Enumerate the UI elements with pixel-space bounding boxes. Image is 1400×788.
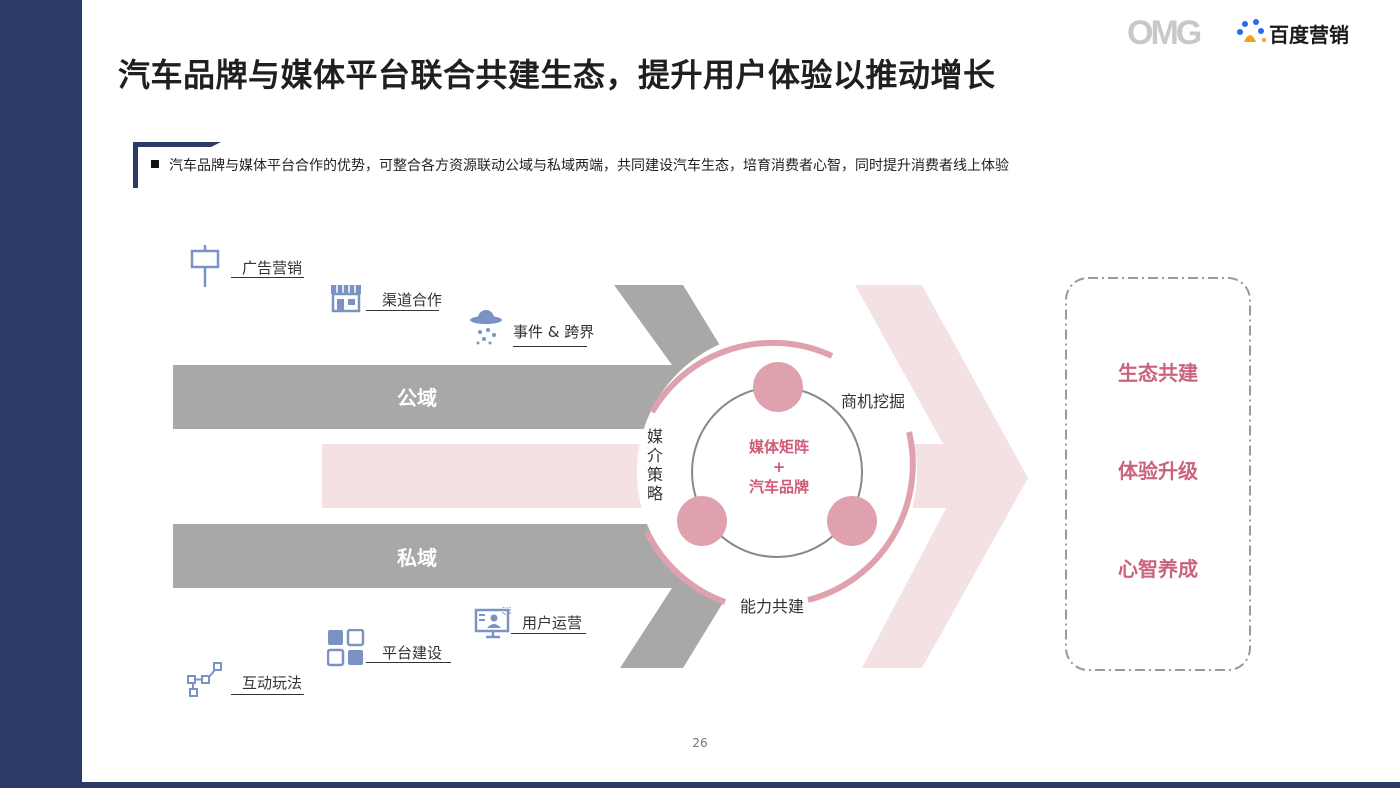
outcome-chevron <box>855 285 1028 668</box>
public-band <box>173 365 675 429</box>
bottom-accent-bar <box>82 782 1400 788</box>
outcome-mindshare: 心智养成 <box>1118 557 1198 581</box>
center-line-brand: 汽车品牌 <box>748 478 809 496</box>
baidu-logo-text: 百度营销 <box>1269 23 1349 47</box>
vertical-char: 策 <box>646 465 663 484</box>
ring-label-media-strategy: 媒介策略 <box>646 427 664 503</box>
top-item-label-channel: 渠道合作 <box>382 291 443 309</box>
ring-label-capability-building: 能力共建 <box>740 597 805 616</box>
top-item-underline-events <box>513 346 587 347</box>
baidu-marketing-logo: 百度营销 <box>1236 18 1356 48</box>
outcome-experience: 体验升级 <box>1118 459 1198 483</box>
baidu-paw-icon <box>1237 19 1266 42</box>
bottom-item-underline-user-ops <box>511 633 586 634</box>
vertical-char: 略 <box>646 484 663 503</box>
bottom-item-label-user-ops: 用户运营 <box>522 614 583 632</box>
private-domain-label: 私域 <box>397 546 437 570</box>
center-line-plus: + <box>772 458 786 476</box>
bottom-item-label-interaction: 互动玩法 <box>242 674 303 692</box>
node-left <box>677 496 727 546</box>
private-band <box>173 524 675 588</box>
center-line-media: 媒体矩阵 <box>748 438 809 456</box>
subtitle-callout: 汽车品牌与媒体平台合作的优势，可整合各方资源联动公域与私域两端，共同建设汽车生态… <box>133 142 1093 188</box>
outcome-box: 生态共建 体验升级 心智养成 <box>1064 276 1252 672</box>
bottom-item-underline-interaction <box>231 694 304 695</box>
outcome-ecosystem: 生态共建 <box>1118 361 1198 385</box>
subtitle-bullet <box>151 160 159 168</box>
public-domain-label: 公域 <box>397 386 437 410</box>
ufo-icon <box>470 310 502 345</box>
page-number: 26 <box>692 736 708 750</box>
side-accent-bar <box>0 0 82 788</box>
subtitle-text: 汽车品牌与媒体平台合作的优势，可整合各方资源联动公域与私域两端，共同建设汽车生态… <box>169 158 1009 174</box>
page-title: 汽车品牌与媒体平台联合共建生态，提升用户体验以推动增长 <box>118 56 996 94</box>
vertical-char: 介 <box>646 446 663 465</box>
node-right <box>827 496 877 546</box>
center-label: 媒体矩阵 + 汽车品牌 <box>729 437 829 497</box>
outer-arc-right <box>807 431 916 603</box>
top-item-underline-ads <box>231 277 304 278</box>
top-item-underline-channel <box>366 310 439 311</box>
network-icon <box>187 662 222 697</box>
grid-icon <box>327 629 365 667</box>
callout-bracket <box>133 142 221 188</box>
bottom-item-underline-platform <box>366 662 451 663</box>
outer-arc-bottom-left <box>644 530 727 605</box>
user-screen-icon <box>474 607 511 639</box>
outer-arc-top <box>649 339 834 414</box>
top-item-label-events: 事件 & 跨界 <box>513 323 595 341</box>
storefront-icon <box>331 285 361 313</box>
signpost-icon <box>190 245 220 287</box>
vertical-char: 媒 <box>646 427 663 446</box>
node-top <box>753 362 803 412</box>
ring-label-business-mining: 商机挖掘 <box>841 392 906 411</box>
outcome-dashed-border <box>1065 277 1251 671</box>
omg-logo: OMG <box>1127 14 1202 52</box>
bottom-item-label-platform: 平台建设 <box>382 644 443 662</box>
top-item-label-ads: 广告营销 <box>242 259 303 277</box>
